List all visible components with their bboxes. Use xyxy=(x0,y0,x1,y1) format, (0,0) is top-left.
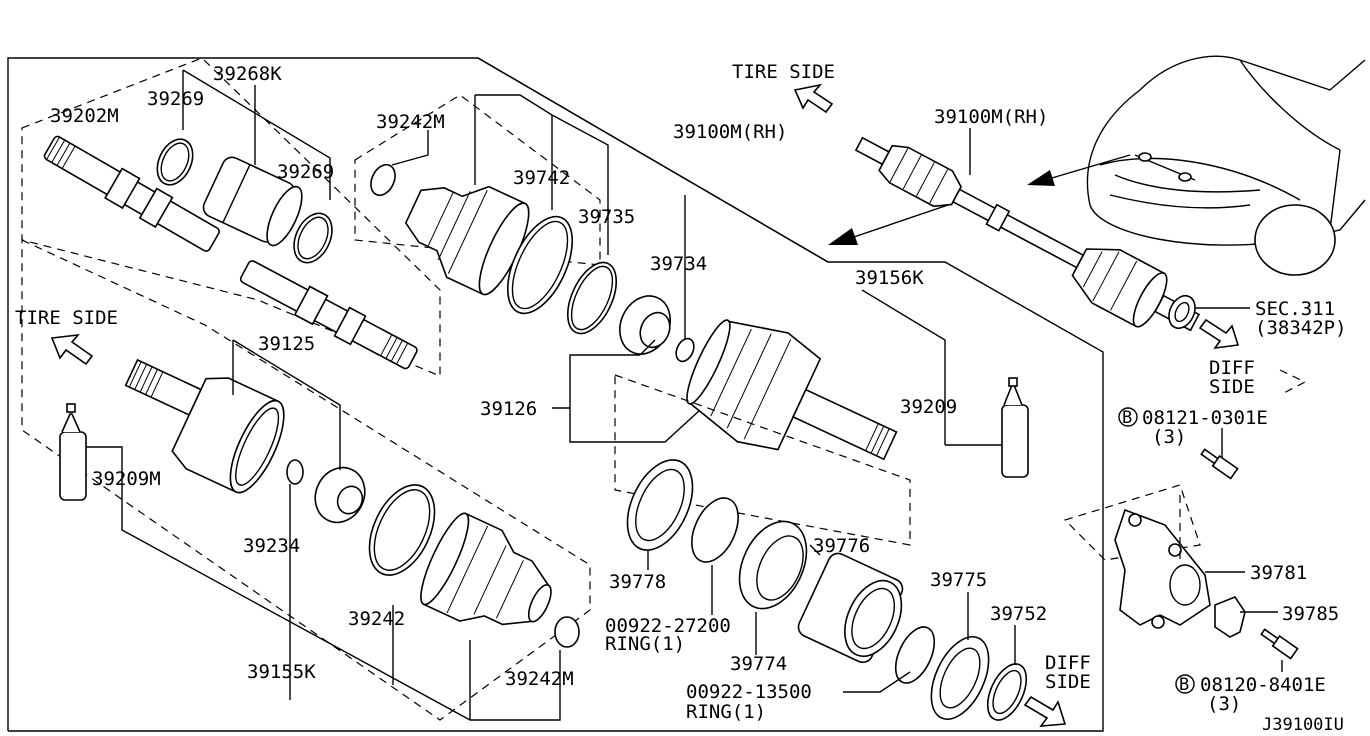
bracket-assembly xyxy=(1063,428,1299,672)
label-diff-bottom-2: SIDE xyxy=(1045,671,1091,693)
outer-joint-assembly xyxy=(552,319,911,546)
label-39778[interactable]: 39778 xyxy=(609,571,666,593)
label-39242[interactable]: 39242 xyxy=(348,608,405,630)
label-39781[interactable]: 39781 xyxy=(1250,562,1307,584)
label-tire-side-top: TIRE SIDE xyxy=(732,61,835,83)
label-39785[interactable]: 39785 xyxy=(1282,603,1339,625)
label-39752[interactable]: 39752 xyxy=(990,603,1047,625)
label-39202m[interactable]: 39202M xyxy=(50,105,119,127)
label-00922-13500[interactable]: 00922-13500 xyxy=(686,681,812,703)
label-39126[interactable]: 39126 xyxy=(480,398,537,420)
label-diff-right-1: DIFF xyxy=(1209,357,1255,379)
tire-side-arrow-left xyxy=(50,333,94,366)
leader-39156k xyxy=(861,289,946,445)
seal-bearing-group xyxy=(626,459,1028,721)
diff-side-arrow-right xyxy=(1198,318,1240,350)
label-39268k[interactable]: 39268K xyxy=(213,63,282,85)
label-39155k[interactable]: 39155K xyxy=(247,661,316,683)
label-39209m[interactable]: 39209M xyxy=(92,468,161,490)
label-tire-side-left: TIRE SIDE xyxy=(15,307,118,329)
bolt-symbol-1: B xyxy=(1122,408,1132,428)
label-39774[interactable]: 39774 xyxy=(730,653,787,675)
bolt-symbol-icon xyxy=(1118,407,1138,427)
outer-boot-kit xyxy=(354,94,695,363)
label-39269-top[interactable]: 39269 xyxy=(147,88,204,110)
label-39209-right[interactable]: 39209 xyxy=(900,396,957,418)
drive-shaft-rh xyxy=(854,128,1250,332)
label-diff-bottom-1: DIFF xyxy=(1045,652,1091,674)
label-sec-311[interactable]: SEC.311 xyxy=(1255,298,1335,320)
vehicle-illustration xyxy=(1086,55,1366,276)
tire-side-arrow-top xyxy=(793,83,834,114)
label-08121-0301e[interactable]: 08121-0301E xyxy=(1142,407,1268,429)
label-39100m-mid[interactable]: 39100M(RH) xyxy=(673,121,787,143)
diff-side-arrow-bottom xyxy=(1023,695,1067,727)
inner-joint-assembly xyxy=(21,239,591,721)
label-39242m-top[interactable]: 39242M xyxy=(376,111,445,133)
label-39156k[interactable]: 39156K xyxy=(855,267,924,289)
label-39125[interactable]: 39125 xyxy=(258,333,315,355)
label-ring-b: RING(1) xyxy=(686,701,766,723)
bolt-symbol-icon xyxy=(1175,674,1195,694)
label-08120-8401e[interactable]: 08120-8401E xyxy=(1200,674,1326,696)
label-39234[interactable]: 39234 xyxy=(243,535,300,557)
direction-arrows xyxy=(828,154,1131,245)
inner-shaft-assembly xyxy=(21,57,441,377)
label-39100m-right[interactable]: 39100M(RH) xyxy=(934,106,1048,128)
bolt-symbol-2: B xyxy=(1179,675,1189,695)
label-39734[interactable]: 39734 xyxy=(650,253,707,275)
label-bolt2-qty: (3) xyxy=(1207,693,1241,715)
assembly-frame xyxy=(7,57,1104,732)
label-38342p[interactable]: (38342P) xyxy=(1255,317,1347,339)
label-diff-right-2: SIDE xyxy=(1209,376,1255,398)
label-39242m-bottom[interactable]: 39242M xyxy=(505,668,574,690)
diagram-id: J39100IU xyxy=(1262,715,1344,735)
grease-tube-39209 xyxy=(945,377,1029,478)
label-39269-mid[interactable]: 39269 xyxy=(277,161,334,183)
label-39775[interactable]: 39775 xyxy=(930,569,987,591)
label-39742[interactable]: 39742 xyxy=(513,167,570,189)
label-39735[interactable]: 39735 xyxy=(578,206,635,228)
label-39776[interactable]: 39776 xyxy=(813,535,870,557)
label-00922-27200[interactable]: 00922-27200 xyxy=(605,615,731,637)
label-bolt1-qty: (3) xyxy=(1152,426,1186,448)
label-ring-a: RING(1) xyxy=(605,633,685,655)
